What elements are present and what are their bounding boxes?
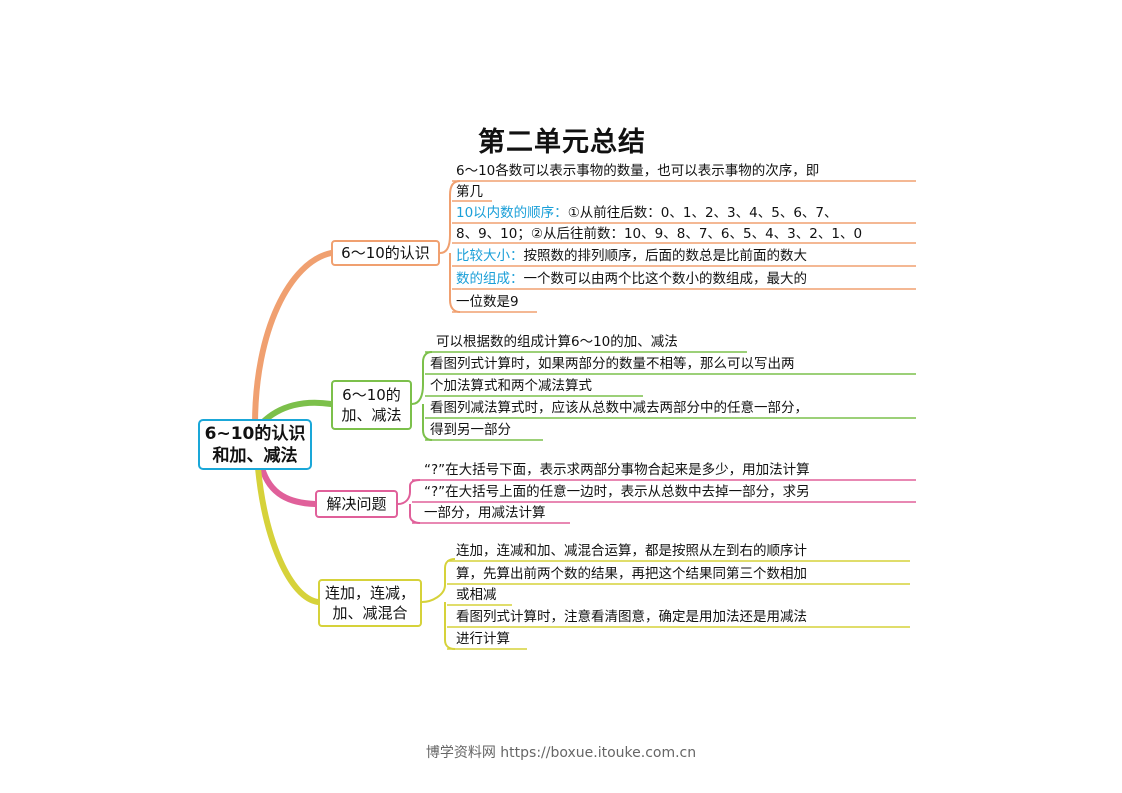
recognize-line-3: 10以内数的顺序：①从前往后数：0、1、2、3、4、5、6、7、: [456, 204, 838, 222]
mixed-line-1: 连加，连减和加、减混合运算，都是按照从左到右的顺序计: [456, 543, 807, 559]
recognize-line-2: 第几: [456, 184, 483, 200]
solve-line-3: 一部分，用减法计算: [424, 505, 546, 521]
node-solve-label: 解决问题: [326, 495, 387, 513]
mixed-line-4: 看图列式计算时，注意看清图意，确定是用加法还是用减法: [456, 609, 807, 625]
bracket-mixed: [421, 558, 456, 650]
branch-mixed: [255, 465, 321, 605]
branch-addsub: [259, 399, 334, 426]
recognize-line-4: 8、9、10；②从后往前数：10、9、8、7、6、5、4、3、2、1、0: [456, 226, 863, 242]
addsub-line-3: 个加法算式和两个减法算式: [430, 378, 592, 394]
central-node-line2: 和加、减法: [212, 445, 298, 466]
node-addsub-label2: 加、减法: [341, 406, 402, 424]
solve-line-2: “?”在大括号上面的任意一边时，表示从总数中去掉一部分，求另: [424, 484, 810, 500]
recognize-line-6: 数的组成：一个数可以由两个比这个数小的数组成，最大的: [456, 270, 807, 288]
addsub-line-2: 看图列式计算时，如果两部分的数量不相等，那么可以写出两: [430, 356, 795, 372]
solve-line-1: “?”在大括号下面，表示求两部分事物合起来是多少，用加法计算: [424, 462, 810, 478]
recognize-order-text: ①从前往后数：0、1、2、3、4、5、6、7、: [567, 205, 838, 221]
node-solve: 解决问题: [315, 490, 398, 518]
node-mixed-label1: 连加，连减，: [324, 584, 415, 602]
footer-watermark: 博学资料网 https://boxue.itouke.com.cn: [425, 745, 697, 761]
recognize-compose-text: 一个数可以由两个比这个数小的数组成，最大的: [523, 271, 808, 287]
page-title: 第二单元总结: [478, 127, 646, 158]
mixed-line-2: 算，先算出前两个数的结果，再把这个结果同第三个数相加: [456, 566, 807, 582]
branch-solve: [259, 465, 318, 507]
addsub-line-1: 可以根据数的组成计算6～10的加、减法: [436, 334, 678, 350]
addsub-line-4: 看图列减法算式时，应该从总数中减去两部分中的任意一部分，: [430, 400, 808, 416]
recognize-line-5: 比较大小：按照数的排列顺序，后面的数总是比前面的数大: [456, 247, 807, 265]
recognize-key-order: 10以内数的顺序：: [456, 205, 568, 221]
recognize-line-7: 一位数是9: [456, 294, 519, 310]
recognize-compare-text: 按照数的排列顺序，后面的数总是比前面的数大: [523, 248, 808, 264]
recognize-key-compose: 数的组成：: [456, 271, 524, 287]
node-mixed-label2: 加、减混合: [332, 604, 408, 622]
branch-recognize: [252, 250, 334, 428]
central-node: 6~10的认识 和加、减法: [198, 419, 312, 470]
central-node-line1: 6~10的认识: [204, 423, 306, 444]
mixed-line-3: 或相减: [456, 587, 497, 603]
node-mixed: 连加，连减， 加、减混合: [318, 579, 422, 627]
node-addsub: 6～10的 加、减法: [331, 380, 412, 430]
recognize-line-1: 6～10各数可以表示事物的数量，也可以表示事物的次序，即: [456, 163, 820, 179]
addsub-line-5: 得到另一部分: [430, 422, 511, 438]
mixed-line-5: 进行计算: [456, 631, 510, 647]
recognize-key-compare: 比较大小：: [456, 248, 524, 264]
node-addsub-label1: 6～10的: [342, 386, 401, 404]
node-recognize: 6～10的认识: [331, 240, 440, 266]
node-recognize-label: 6～10的认识: [341, 244, 430, 262]
